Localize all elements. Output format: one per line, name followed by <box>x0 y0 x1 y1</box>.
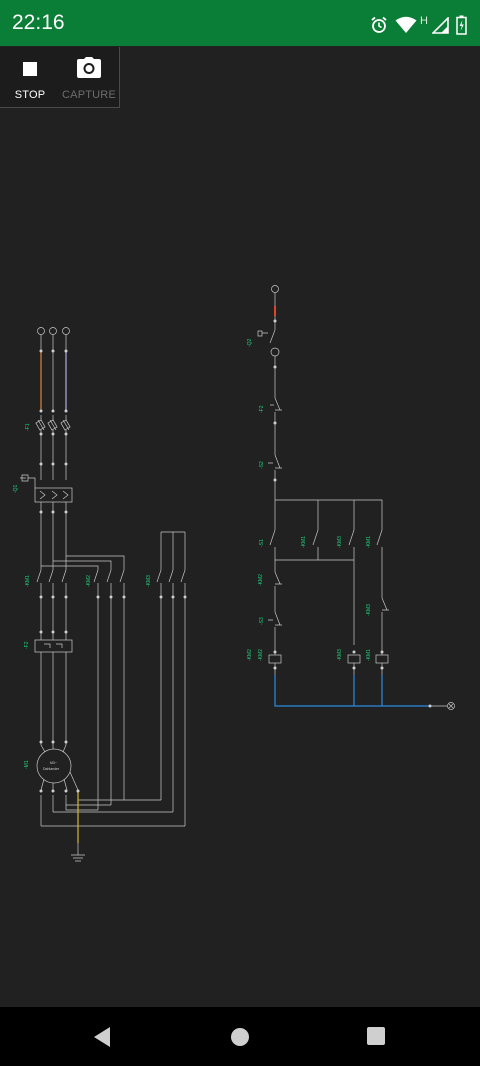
schematic-canvas[interactable]: -F1 -Q1 -KM1 -KM2 -KM3 -F2 -M1 -Q2 -F2 -… <box>0 46 480 1007</box>
tag-q2: -Q2 <box>247 338 253 347</box>
circuit-diagram: -F1 -Q1 -KM1 -KM2 -KM3 -F2 -M1 -Q2 -F2 -… <box>13 285 455 862</box>
stop-button[interactable]: STOP <box>1 47 59 107</box>
stop-icon <box>23 62 37 76</box>
stop-label: STOP <box>14 89 46 101</box>
tag-km3-power: -KM3 <box>146 575 152 587</box>
signal-icon <box>432 17 449 34</box>
motor-type-line2: Dahlander <box>43 767 60 771</box>
tag-f2-power: -F2 <box>24 641 30 649</box>
tag-km2-control: -KM2 <box>258 574 264 586</box>
tag-km2-coil: -KM2 <box>258 649 264 661</box>
tag-km2-power: -KM2 <box>86 575 92 587</box>
tag-km1-power: -KM1 <box>25 575 31 587</box>
tag-f1: -F1 <box>25 423 31 431</box>
camera-icon <box>77 57 101 78</box>
tag-km3-coil: -KM3 <box>337 649 343 661</box>
network-type-label: H <box>420 15 428 27</box>
status-bar: 22:16 H <box>0 0 480 46</box>
motor-type-line1: M3~ <box>50 761 57 765</box>
tag-km1-coil: -KM1 <box>366 649 372 661</box>
tag-s1: -S1 <box>259 539 265 547</box>
home-icon[interactable] <box>229 1026 251 1048</box>
alarm-icon <box>371 16 387 33</box>
tag-f2-control: -F2 <box>259 405 265 413</box>
recorder-panel: STOP CAPTURE <box>0 47 120 108</box>
tag-km1-a: -KM1 <box>301 536 307 548</box>
tag-km3-control: -KM3 <box>366 604 372 616</box>
tag-m1: -M1 <box>24 760 30 769</box>
tag-s2: -S2 <box>259 461 265 469</box>
wifi-icon <box>395 16 417 33</box>
recents-icon[interactable] <box>366 1026 386 1046</box>
tag-s3: -S3 <box>259 617 265 625</box>
tag-km2-coil-b: -KM2 <box>247 649 253 661</box>
battery-icon <box>456 15 467 35</box>
tag-km1-b: -KM1 <box>366 536 372 548</box>
capture-button[interactable]: CAPTURE <box>60 47 118 107</box>
capture-label: CAPTURE <box>62 89 116 101</box>
navigation-bar <box>0 1007 480 1066</box>
status-time: 22:16 <box>12 11 65 34</box>
back-icon[interactable] <box>91 1026 113 1048</box>
tag-km3-a: -KM3 <box>337 536 343 548</box>
tag-q1: -Q1 <box>13 484 19 493</box>
